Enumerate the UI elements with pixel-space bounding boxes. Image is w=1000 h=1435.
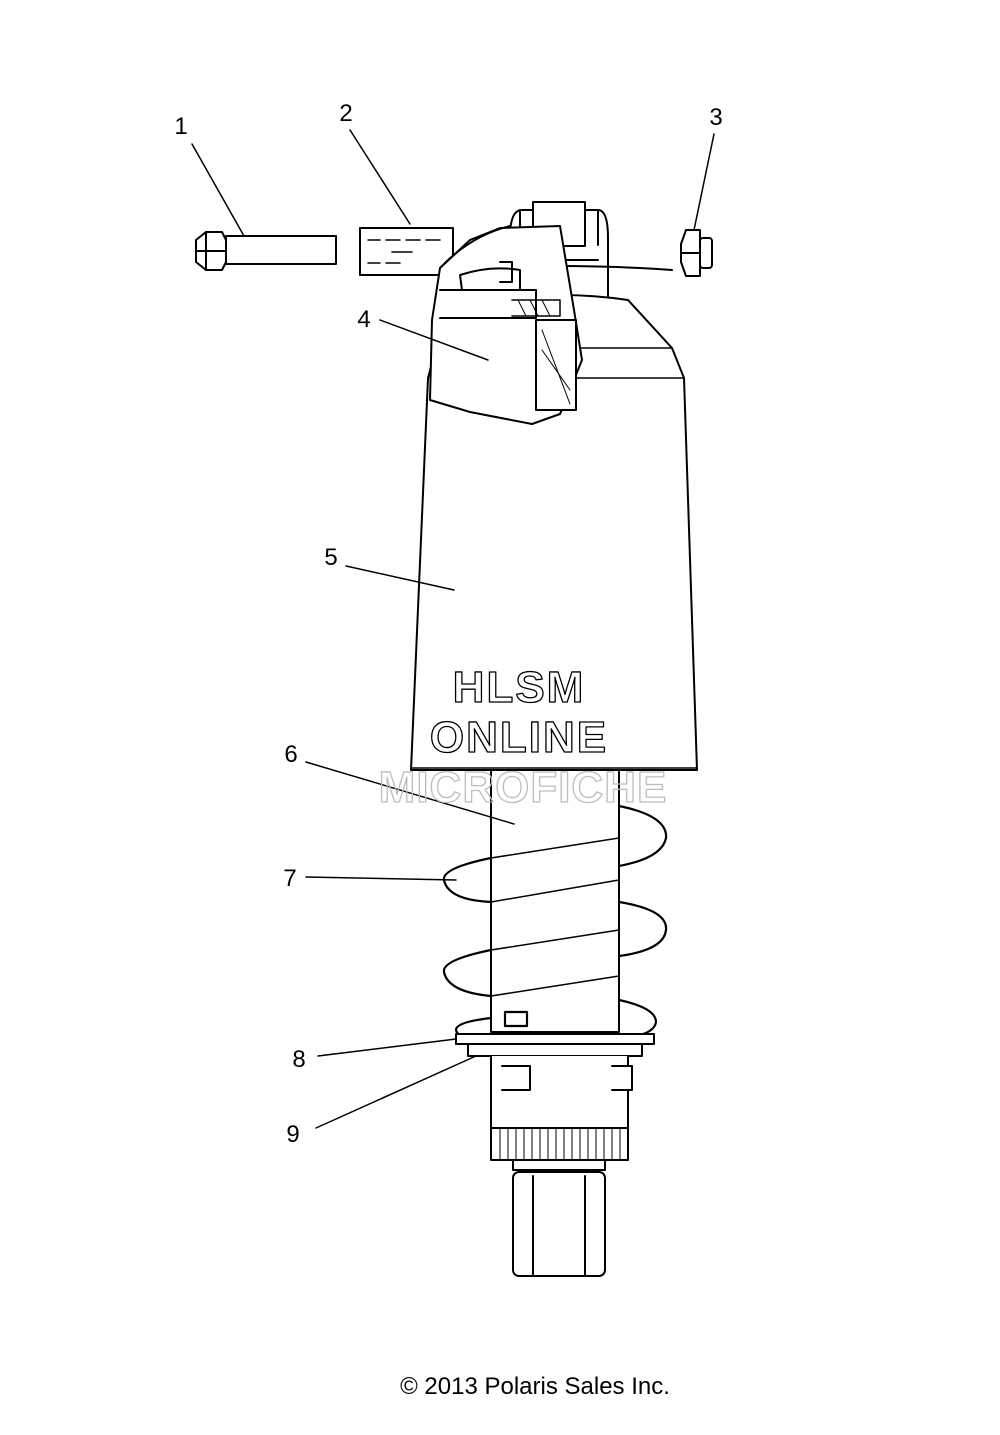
callout-9: 9 [286, 1121, 299, 1148]
callout-8: 8 [292, 1046, 305, 1073]
nut-part [680, 229, 713, 277]
cutaway-section [429, 225, 583, 425]
callout-2: 2 [339, 100, 352, 127]
watermark-line-1: HLSM [453, 663, 586, 712]
lower-body [490, 1055, 633, 1171]
shock-shaft [490, 769, 620, 1033]
callout-1: 1 [174, 113, 187, 140]
callout-4: 4 [357, 306, 370, 333]
watermark-line-3: MICROFICHE [379, 763, 668, 812]
watermark: HLSM ONLINE MICROFICHE [378, 662, 668, 812]
callout-labels: 1 2 3 4 5 6 7 8 9 [174, 100, 722, 1148]
callout-3: 3 [709, 104, 722, 131]
watermark-line-2: ONLINE [430, 713, 608, 762]
spring-retainer-seat [455, 1033, 655, 1057]
bushing-part [359, 227, 454, 276]
callout-6: 6 [284, 741, 297, 768]
callout-7: 7 [283, 865, 296, 892]
leader-lines [191, 129, 715, 1129]
bolt-part [195, 231, 337, 271]
callout-5: 5 [324, 544, 337, 571]
copyright-notice: © 2013 Polaris Sales Inc. [400, 1373, 670, 1400]
lower-clevis [512, 1171, 606, 1277]
